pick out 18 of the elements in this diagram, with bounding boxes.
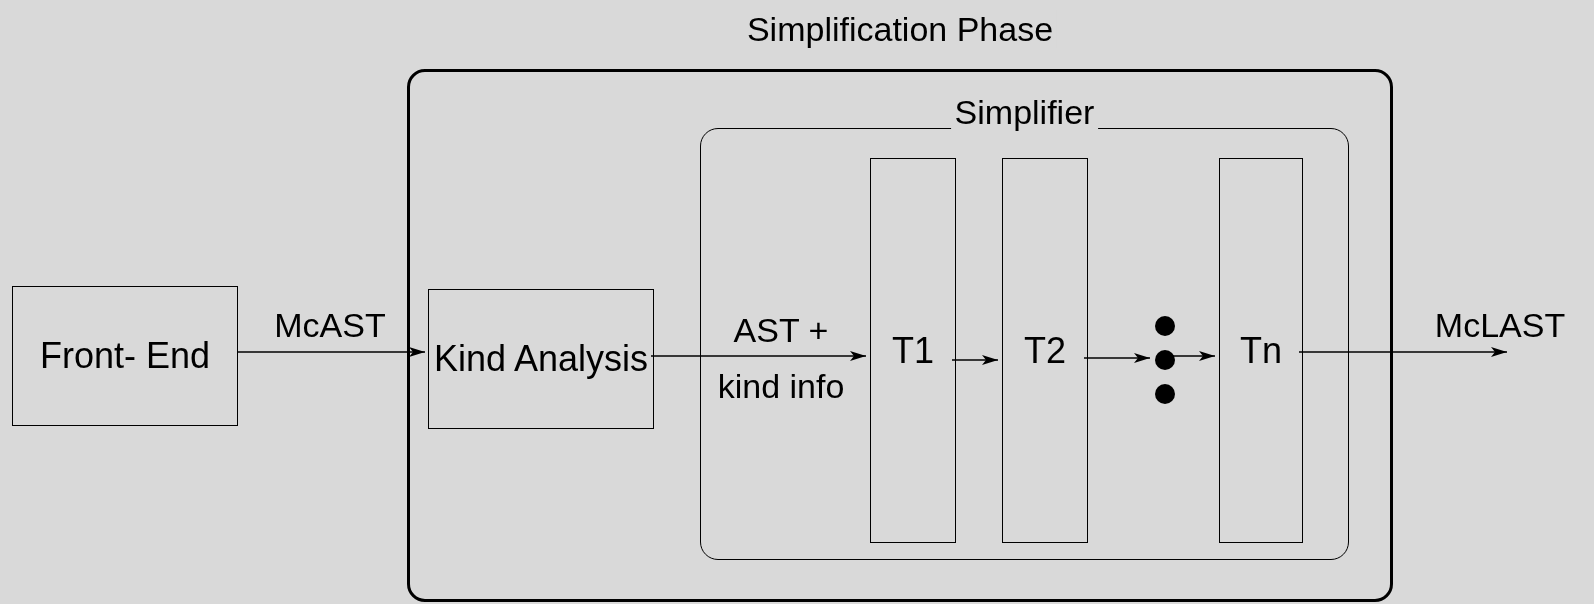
arrow bbox=[237, 347, 426, 357]
box-label: T2 bbox=[1023, 332, 1067, 369]
edge-label: McAST bbox=[273, 306, 387, 344]
arrow bbox=[650, 351, 867, 361]
box-label: T1 bbox=[891, 332, 935, 369]
edge-label: AST + kind info bbox=[716, 310, 846, 407]
arrow bbox=[951, 355, 999, 365]
process-box bbox=[428, 289, 654, 429]
arrow bbox=[1083, 353, 1151, 363]
process-box bbox=[870, 158, 956, 543]
box-label: Tn bbox=[1239, 332, 1283, 369]
box-label: Front- End bbox=[38, 338, 212, 374]
arrow bbox=[1298, 347, 1508, 357]
edge-label: McLAST bbox=[1433, 306, 1567, 344]
process-box bbox=[1219, 158, 1303, 543]
process-box bbox=[1002, 158, 1088, 543]
box-label: Kind Analysis bbox=[432, 341, 650, 377]
process-box bbox=[12, 286, 238, 426]
